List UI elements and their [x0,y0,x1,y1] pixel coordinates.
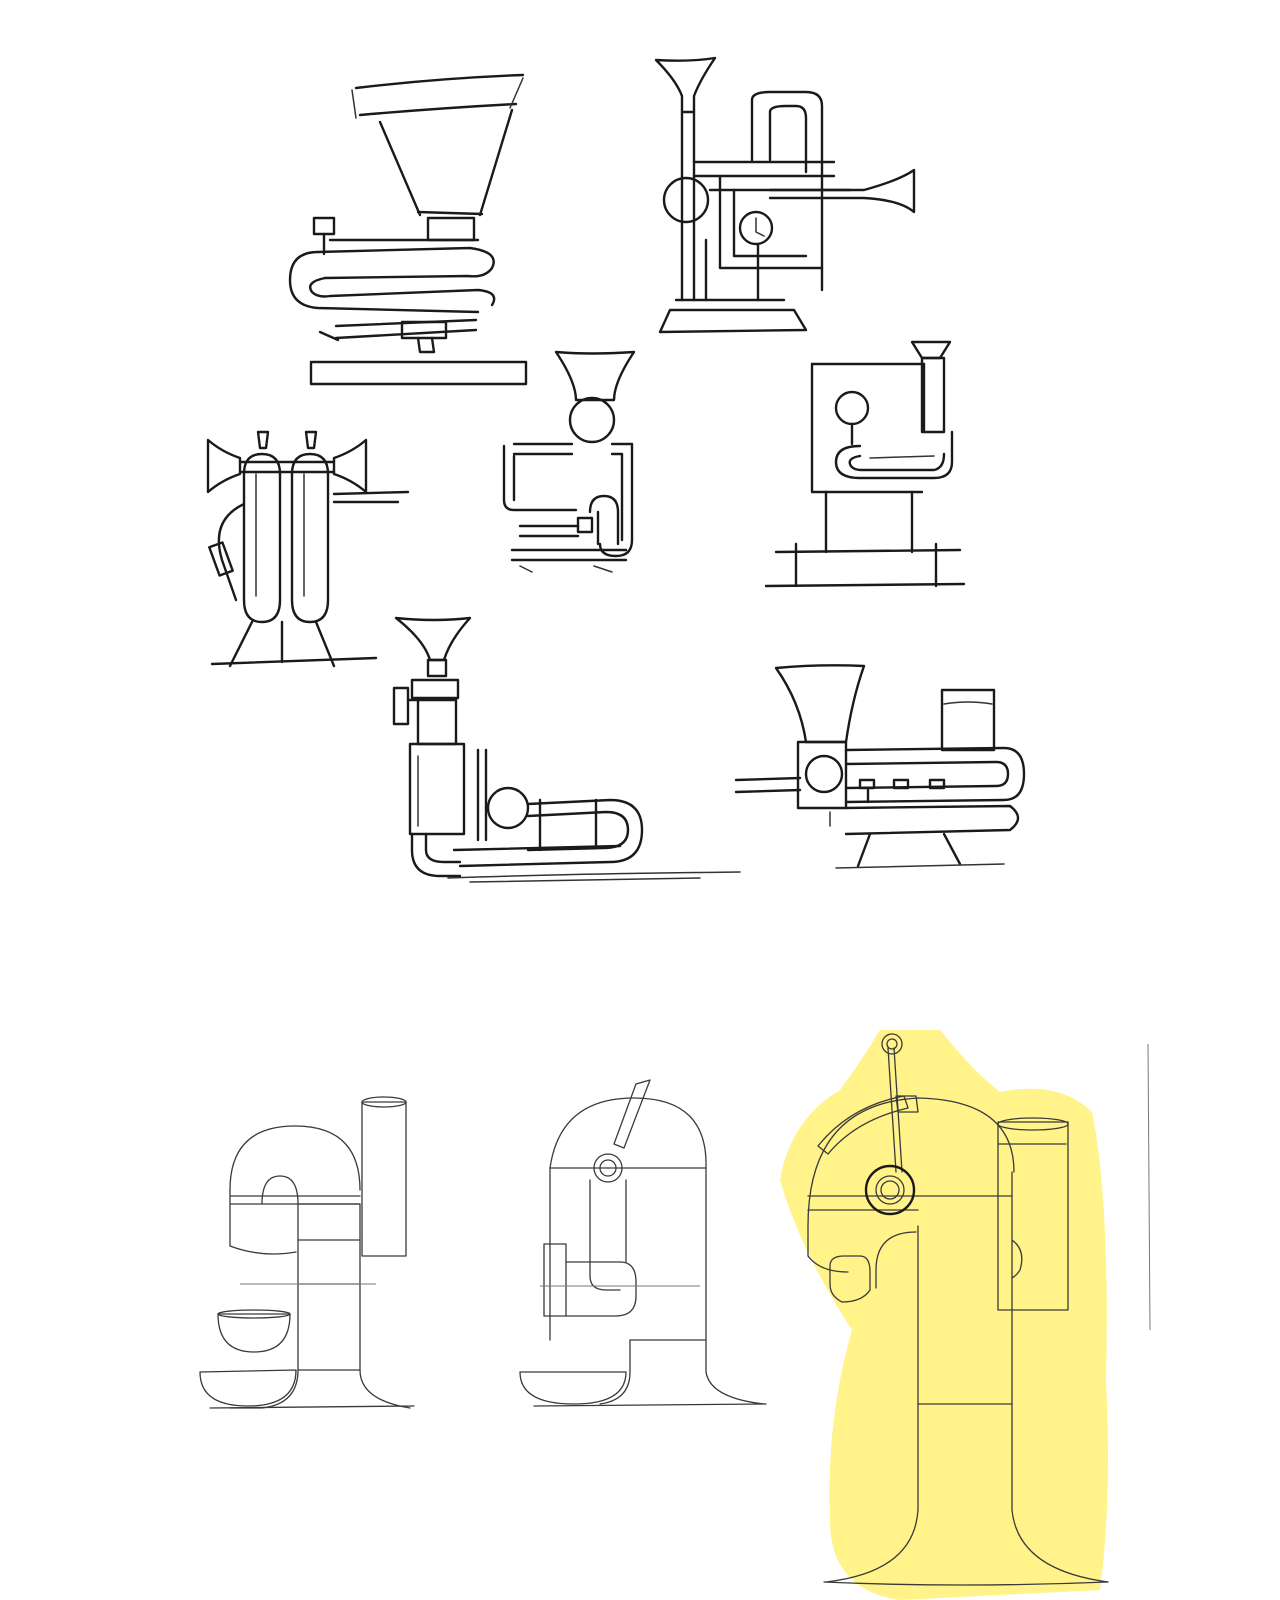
locomotive-sketch [734,664,1026,869]
bowl-pipe-drawing [199,1096,415,1409]
boxed-chimney-sketch [764,340,966,588]
yellow-highlight [780,1030,1108,1600]
trumpet-horn-tower-sketch [654,56,916,334]
funnel-coil-grinder-sketch [288,73,528,386]
pipe-loop-sketch [502,350,636,573]
twin-bell-tripod-sketch [206,430,410,668]
crank-dome-drawing [519,1079,767,1407]
funnel-elbow-sketch [392,616,741,883]
highlighted-final-drawing [780,1030,1151,1600]
